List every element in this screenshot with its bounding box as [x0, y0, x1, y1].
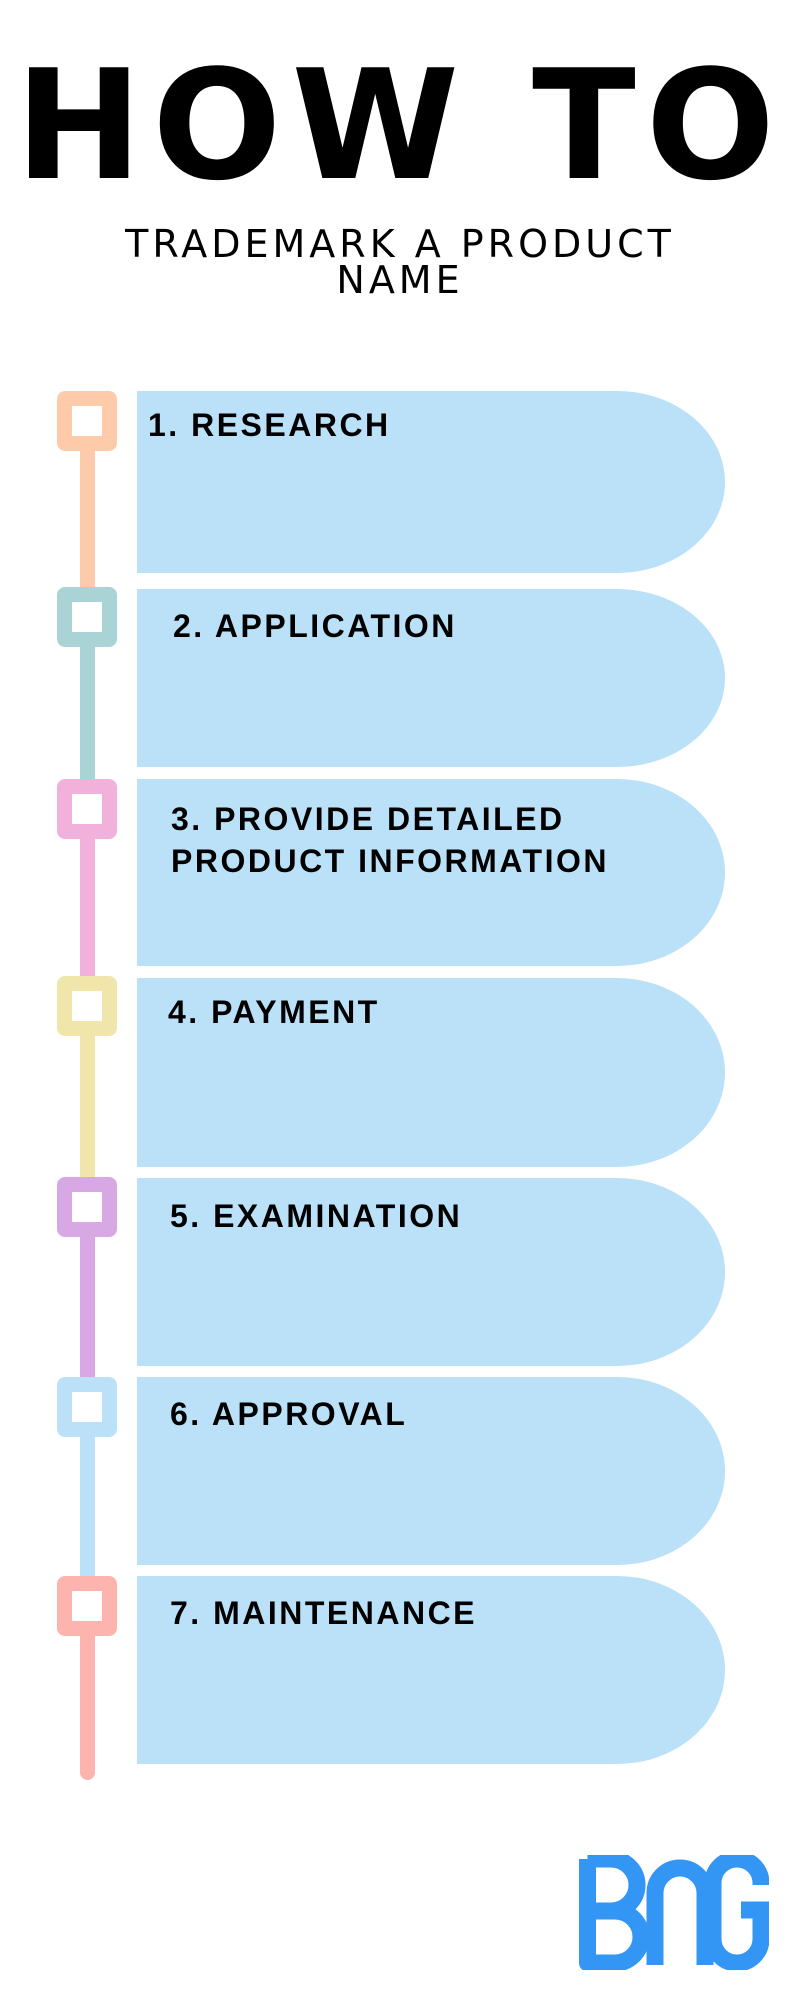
checkbox-square-icon	[72, 1192, 102, 1222]
step-marker-2	[57, 587, 117, 647]
step-card-4: 4. PAYMENT	[137, 978, 725, 1167]
step-title-line-1: 3. PROVIDE DETAILED	[171, 801, 565, 837]
checkbox-square-icon	[72, 1392, 102, 1422]
step-title: 2. APPLICATION	[173, 608, 457, 644]
step-marker-4	[57, 976, 117, 1036]
checkbox-square-icon	[72, 991, 102, 1021]
step-marker-5	[57, 1177, 117, 1237]
timeline-segment-6	[80, 1431, 95, 1581]
step-title-line-2: PRODUCT INFORMATION	[171, 843, 609, 879]
step-card-2: 2. APPLICATION	[137, 589, 725, 767]
step-title: 7. MAINTENANCE	[170, 1595, 478, 1631]
step-title: 5. EXAMINATION	[170, 1198, 463, 1234]
page-subtitle: TRADEMARK A PRODUCT NAME	[100, 222, 700, 302]
timeline-segment-2	[80, 640, 95, 785]
timeline-segment-5	[80, 1231, 95, 1381]
step-card-3: 3. PROVIDE DETAILED PRODUCT INFORMATION	[137, 779, 725, 966]
step-title: 6. APPROVAL	[170, 1396, 408, 1432]
timeline-segment-7	[80, 1630, 95, 1780]
checkbox-square-icon	[72, 794, 102, 824]
step-marker-7	[57, 1576, 117, 1636]
timeline-segment-3	[80, 832, 95, 982]
step-card-1: 1. RESEARCH	[137, 391, 725, 573]
subtitle-line-1: TRADEMARK A PRODUCT	[125, 222, 675, 266]
checkbox-square-icon	[72, 1591, 102, 1621]
bng-logo	[579, 1850, 770, 1972]
step-card-7: 7. MAINTENANCE	[137, 1576, 725, 1764]
step-title: 4. PAYMENT	[168, 994, 380, 1030]
page-title: HOW TO	[15, 37, 785, 214]
timeline-segment-1	[80, 445, 95, 595]
step-marker-6	[57, 1377, 117, 1437]
timeline-segment-4	[80, 1030, 95, 1182]
step-card-6: 6. APPROVAL	[137, 1377, 725, 1565]
checkbox-square-icon	[72, 602, 102, 632]
step-title: 1. RESEARCH	[148, 407, 391, 443]
checkbox-square-icon	[72, 406, 102, 436]
step-marker-1	[57, 391, 117, 451]
step-card-5: 5. EXAMINATION	[137, 1178, 725, 1366]
step-marker-3	[57, 779, 117, 839]
bng-logo-icon	[579, 1850, 770, 1972]
subtitle-line-2: NAME	[336, 258, 464, 302]
timeline	[0, 0, 140, 2000]
